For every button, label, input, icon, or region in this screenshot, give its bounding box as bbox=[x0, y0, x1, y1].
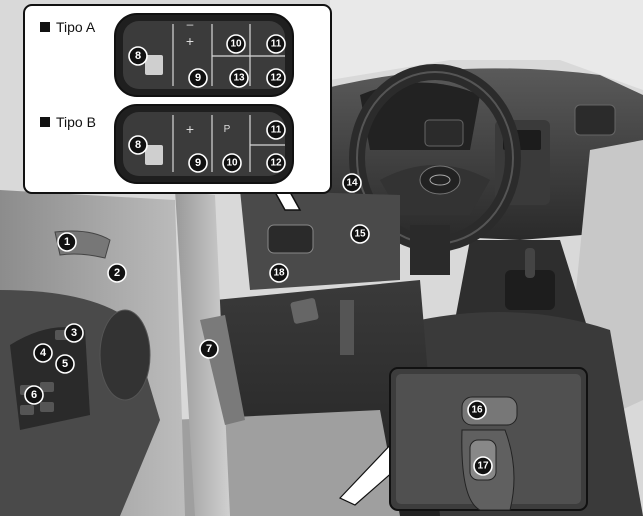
callout-11a-text: 11 bbox=[271, 39, 282, 50]
type-b-bullet bbox=[40, 117, 50, 127]
door-speaker bbox=[99, 309, 151, 401]
switch-face-b bbox=[123, 112, 285, 176]
callout-4: 4 bbox=[33, 343, 53, 363]
lower-dash bbox=[240, 190, 400, 290]
callout-6-text: 6 bbox=[31, 389, 37, 401]
callout-14-text: 14 bbox=[346, 178, 358, 189]
callout-12a-text: 12 bbox=[270, 73, 282, 84]
callout-12a: 12 bbox=[266, 68, 286, 88]
callout-7: 7 bbox=[199, 339, 219, 359]
callout-11b-text: 11 bbox=[271, 125, 282, 136]
callout-16: 16 bbox=[467, 400, 487, 420]
callout-9a-text: 9 bbox=[195, 72, 201, 84]
brightness-plus-icon-b: + bbox=[186, 121, 194, 137]
callout-3: 3 bbox=[64, 323, 84, 343]
callout-15: 15 bbox=[350, 224, 370, 244]
type-a-label: Tipo A bbox=[56, 19, 96, 35]
callout-1-text: 1 bbox=[64, 236, 70, 248]
callout-10b-text: 10 bbox=[226, 158, 238, 169]
callout-8b-text: 8 bbox=[135, 139, 141, 151]
callout-14: 14 bbox=[342, 173, 362, 193]
callout-5-text: 5 bbox=[62, 358, 68, 370]
headlamp-leveling-icon bbox=[145, 55, 163, 75]
callout-11a: 11 bbox=[266, 34, 286, 54]
callout-13a-text: 13 bbox=[233, 73, 245, 84]
callout-9b-text: 9 bbox=[195, 157, 201, 169]
callout-1: 1 bbox=[57, 232, 77, 252]
steering-column bbox=[410, 225, 450, 275]
callout-10a-text: 10 bbox=[230, 39, 242, 50]
vents bbox=[424, 104, 616, 147]
callout-9b: 9 bbox=[188, 153, 208, 173]
accelerator-arm bbox=[340, 300, 354, 355]
callout-10a: 10 bbox=[226, 34, 246, 54]
window-switch-panel bbox=[10, 327, 90, 430]
callout-16-text: 16 bbox=[471, 405, 483, 416]
callout-15-text: 15 bbox=[354, 229, 366, 240]
callout-18: 18 bbox=[269, 263, 289, 283]
callout-18-text: 18 bbox=[273, 268, 285, 279]
type-a-bullet bbox=[40, 22, 50, 32]
callout-12b-text: 12 bbox=[270, 158, 282, 169]
callout-3-text: 3 bbox=[71, 327, 77, 339]
callout-8b: 8 bbox=[128, 135, 148, 155]
shifter-base bbox=[505, 270, 555, 310]
callout-2: 2 bbox=[107, 263, 127, 283]
parking-assist-icon: P bbox=[224, 124, 231, 135]
switch-cluster bbox=[267, 224, 314, 254]
callout-7-text: 7 bbox=[206, 343, 212, 355]
switch-inset: Tipo A + – Tipo B + P bbox=[23, 4, 332, 211]
callout-13a: 13 bbox=[229, 68, 249, 88]
brightness-plus-icon: + bbox=[186, 33, 194, 49]
callout-17-text: 17 bbox=[477, 461, 489, 472]
callout-2-text: 2 bbox=[114, 267, 120, 279]
shift-lever bbox=[525, 248, 535, 278]
headlamp-leveling-icon-b bbox=[145, 145, 163, 165]
type-b-label: Tipo B bbox=[56, 114, 96, 130]
callout-5: 5 bbox=[55, 354, 75, 374]
brake-pedal bbox=[290, 298, 319, 324]
callout-8a-text: 8 bbox=[135, 50, 141, 62]
callout-6: 6 bbox=[24, 385, 44, 405]
callout-4-text: 4 bbox=[40, 347, 47, 359]
callout-12b: 12 bbox=[266, 153, 286, 173]
callout-11b: 11 bbox=[266, 120, 286, 140]
brightness-minus-icon: – bbox=[187, 17, 194, 31]
callout-10b: 10 bbox=[222, 153, 242, 173]
callout-9a: 9 bbox=[188, 68, 208, 88]
windshield bbox=[330, 0, 643, 90]
callout-8a: 8 bbox=[128, 46, 148, 66]
callout-17: 17 bbox=[473, 456, 493, 476]
fuel-door-inset bbox=[338, 367, 588, 511]
